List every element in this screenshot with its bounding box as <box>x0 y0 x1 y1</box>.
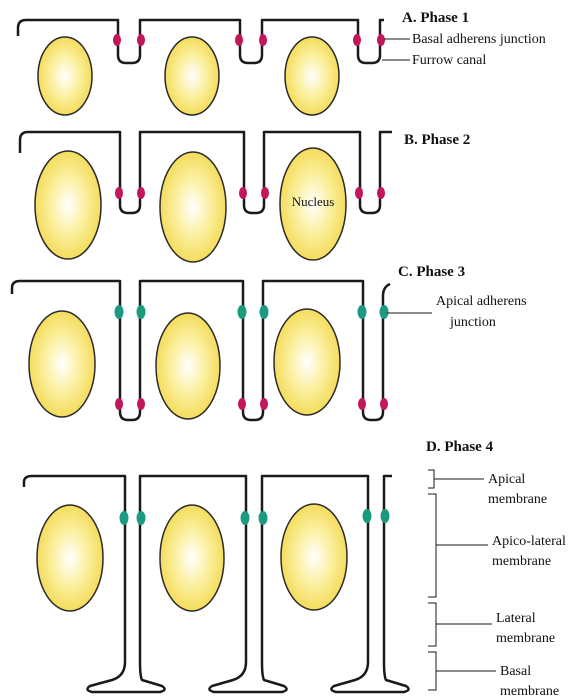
phase-2-panel: Nucleus B. Phase 2 <box>20 132 470 262</box>
basal-adherens-junction <box>355 187 363 199</box>
basal-adherens-junction <box>380 398 388 410</box>
apical-adherens-junction <box>241 511 250 525</box>
apico-lateral-membrane-bracket <box>428 494 488 597</box>
nucleus <box>165 37 219 115</box>
phase-1-title: A. Phase 1 <box>402 10 469 26</box>
phase-3-panel: C. Phase 3 Apical adherens junction <box>12 264 527 420</box>
phase-1-panel: A. Phase 1 Basal adherens junction Furro… <box>18 10 546 115</box>
basal-adherens-junction <box>235 34 243 46</box>
basal-adherens-junction <box>137 398 145 410</box>
basal-adherens-junction <box>137 187 145 199</box>
basal-adherens-junction <box>358 398 366 410</box>
basal-adherens-junction <box>115 398 123 410</box>
apical-adherens-junction <box>137 305 146 319</box>
phase-4-panel: D. Phase 4 Apical membrane Apico-lateral… <box>24 439 566 699</box>
basal-adherens-junction-label: Basal adherens junction <box>412 32 546 47</box>
nucleus <box>285 37 339 115</box>
apical-adherens-junction <box>358 305 367 319</box>
phase-2-title: B. Phase 2 <box>404 132 470 148</box>
apical-adherens-junction <box>259 511 268 525</box>
apical-adherens-junction-label: Apical adherens <box>436 294 527 309</box>
basal-adherens-junction <box>260 398 268 410</box>
apical-adherens-junction <box>380 305 389 319</box>
apical-membrane-label: Apical <box>488 472 525 487</box>
apical-membrane-label: membrane <box>488 492 547 507</box>
apico-lateral-membrane-label: Apico-lateral <box>492 534 566 549</box>
apical-membrane-bracket <box>428 470 484 488</box>
apical-adherens-junction <box>120 511 129 525</box>
basal-adherens-junction <box>137 34 145 46</box>
apico-lateral-membrane-label: membrane <box>492 554 551 569</box>
apical-adherens-junction <box>260 305 269 319</box>
basal-membrane-bracket <box>428 652 496 690</box>
basal-adherens-junction <box>113 34 121 46</box>
basal-adherens-junction <box>115 187 123 199</box>
nucleus <box>156 313 220 419</box>
basal-adherens-junction <box>377 187 385 199</box>
lateral-membrane-label: membrane <box>496 631 555 646</box>
basal-membrane-label: membrane <box>500 684 559 699</box>
phase-4-title: D. Phase 4 <box>426 439 494 455</box>
apical-adherens-junction <box>363 509 372 523</box>
apical-adherens-junction-label: junction <box>449 315 496 330</box>
basal-adherens-junction <box>239 187 247 199</box>
basal-adherens-junction <box>238 398 246 410</box>
basal-adherens-junction <box>377 34 385 46</box>
basal-adherens-junction <box>261 187 269 199</box>
nucleus <box>38 37 92 115</box>
basal-membrane-label: Basal <box>500 664 531 679</box>
nucleus <box>281 504 347 610</box>
nucleus <box>274 309 340 415</box>
basal-adherens-junction <box>259 34 267 46</box>
lateral-membrane-bracket <box>428 603 492 646</box>
furrow-canal-label: Furrow canal <box>412 53 486 68</box>
nucleus <box>160 152 226 262</box>
apical-adherens-junction <box>115 305 124 319</box>
nucleus <box>35 151 101 259</box>
phase-3-title: C. Phase 3 <box>398 264 465 280</box>
nucleus <box>29 311 95 417</box>
nucleus <box>37 505 103 611</box>
apical-adherens-junction <box>137 511 146 525</box>
apical-adherens-junction <box>238 305 247 319</box>
nucleus-label: Nucleus <box>292 194 335 209</box>
lateral-membrane-label: Lateral <box>496 611 536 626</box>
nucleus <box>160 505 224 611</box>
apical-adherens-junction <box>381 509 390 523</box>
basal-adherens-junction <box>353 34 361 46</box>
